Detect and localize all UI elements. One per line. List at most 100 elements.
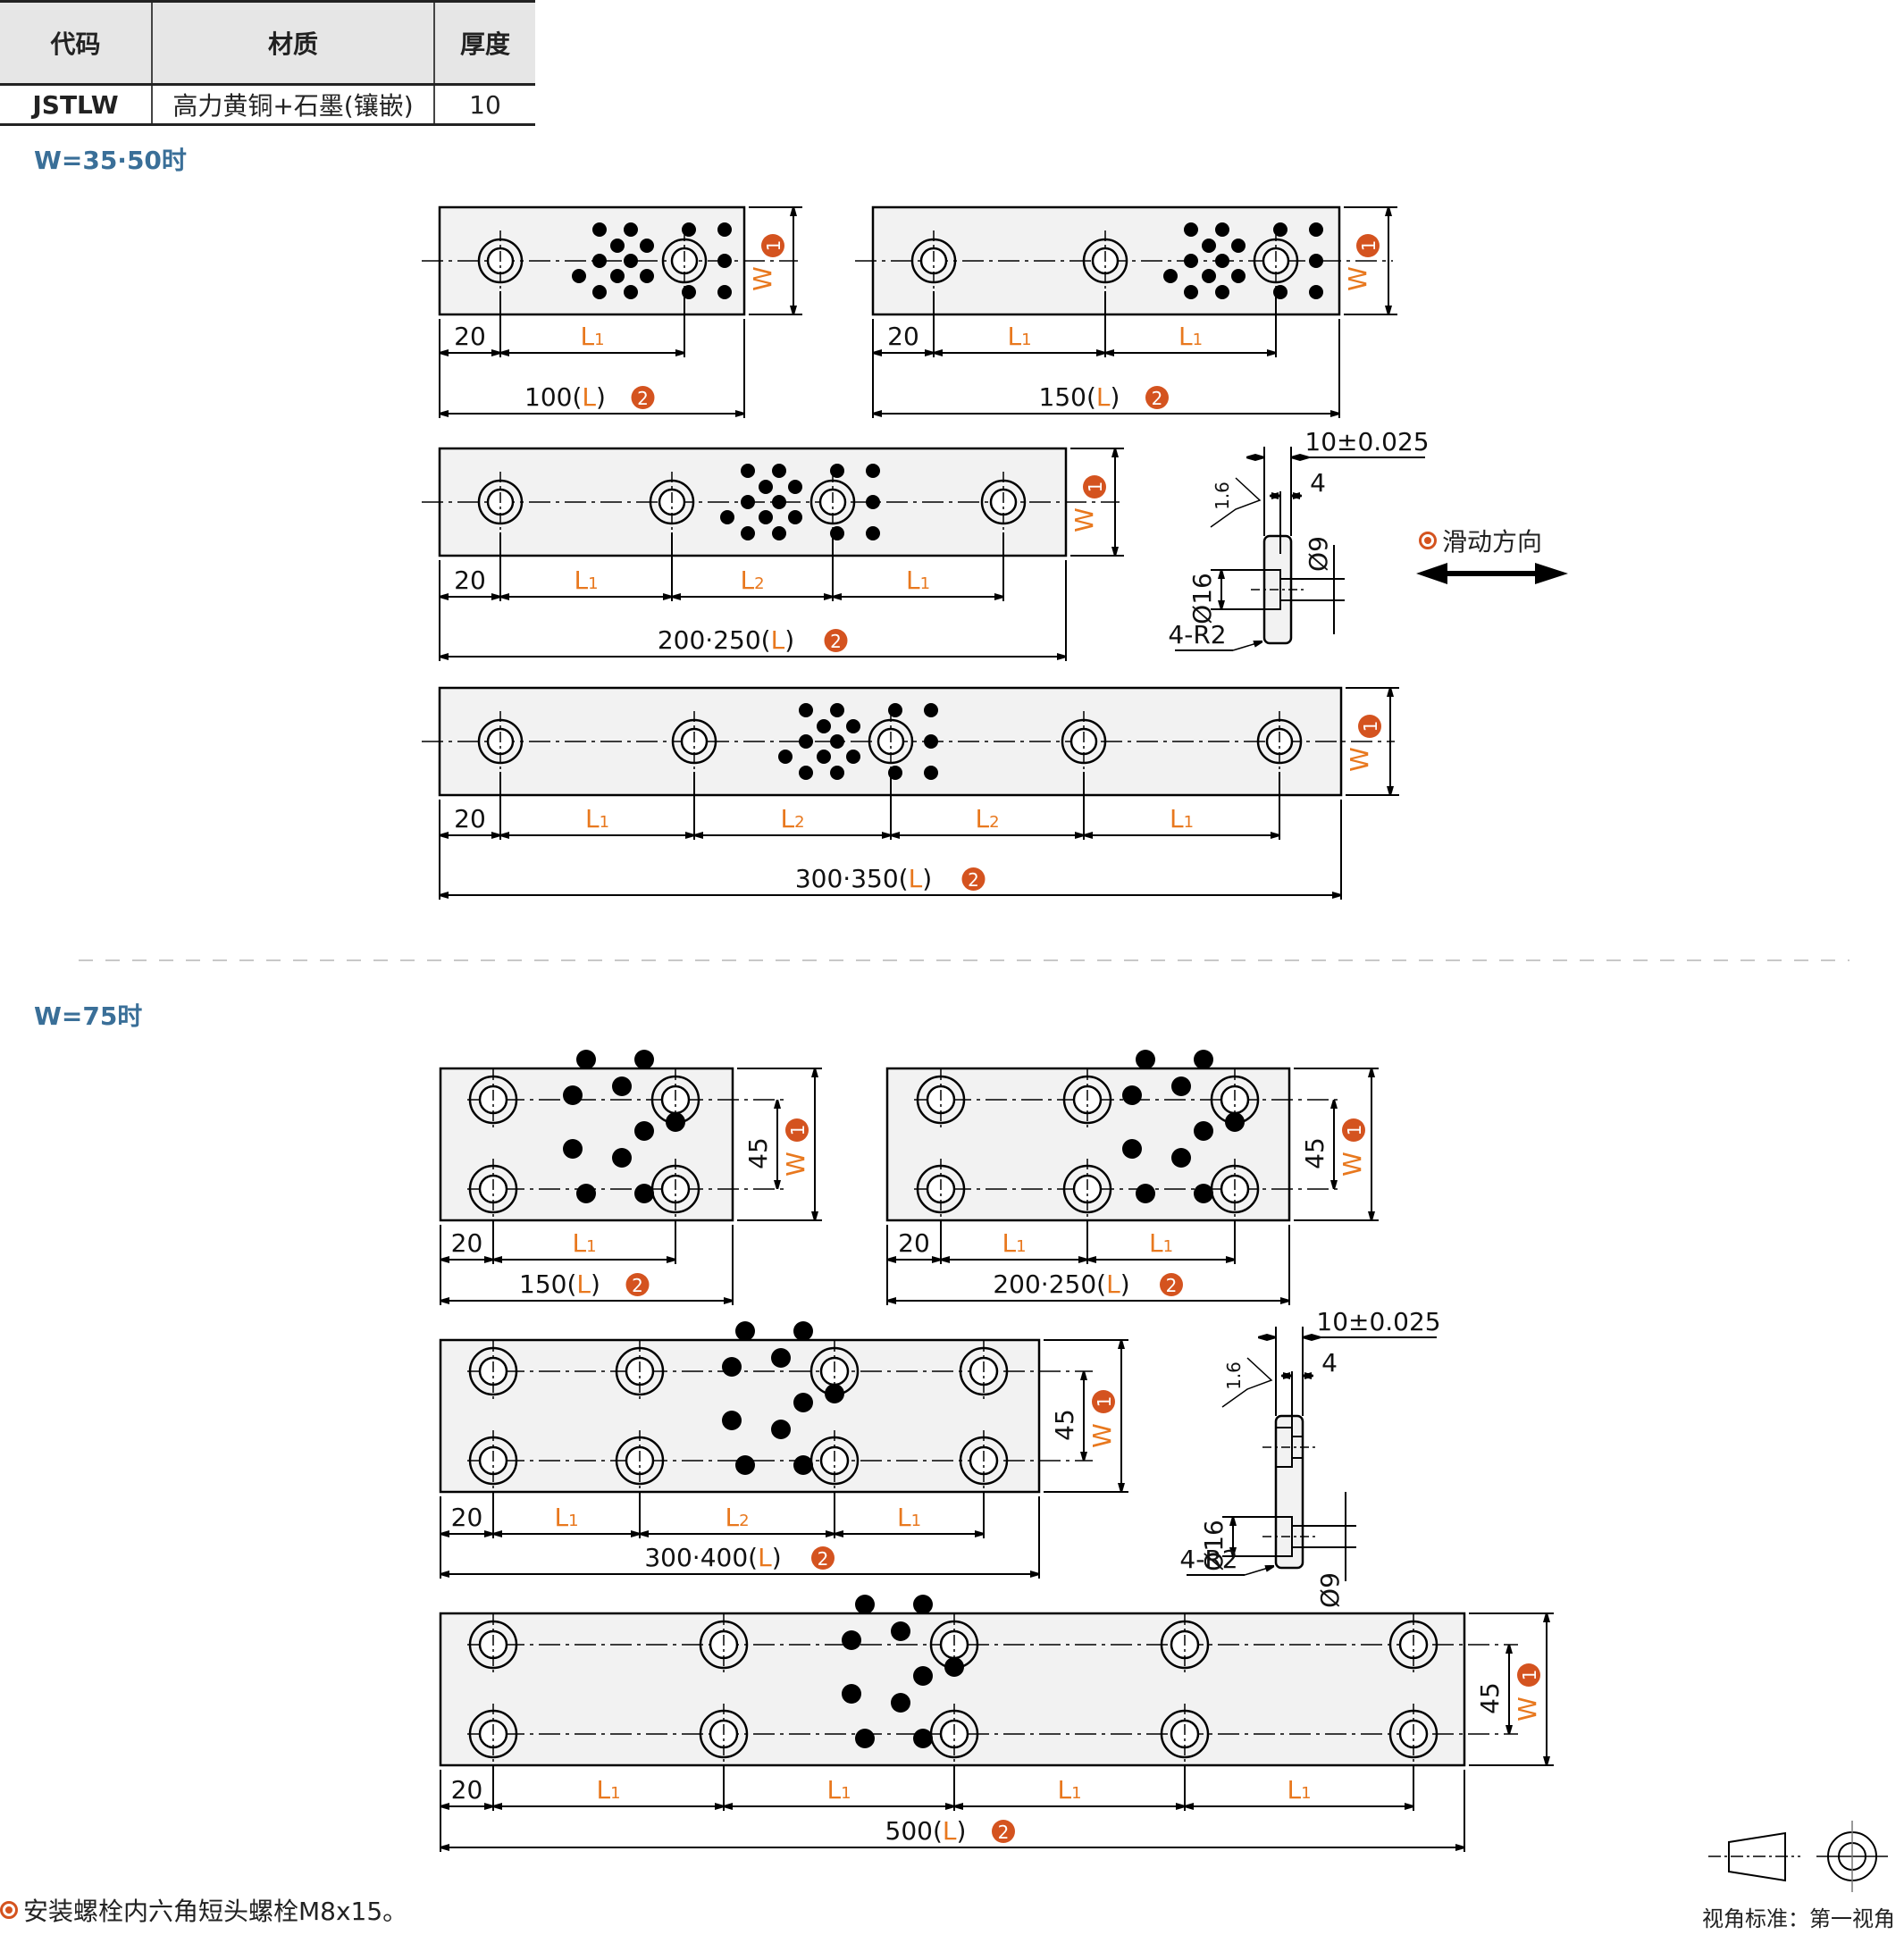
graphite-plug bbox=[842, 1684, 861, 1704]
cell-material: 高力黄铜+石墨(镶嵌) bbox=[152, 84, 435, 126]
bolt-hole bbox=[929, 1614, 979, 1675]
graphite-plug bbox=[924, 703, 938, 717]
bolt-hole bbox=[1388, 1614, 1438, 1675]
width-label: W bbox=[748, 266, 777, 291]
badge-1: 1 bbox=[1342, 1118, 1365, 1142]
graphite-plug bbox=[817, 719, 831, 733]
bolt-hole bbox=[809, 1341, 860, 1402]
segment-label-l1: L1 bbox=[572, 1228, 596, 1258]
pitch-45-label: 45 bbox=[1300, 1137, 1329, 1169]
graphite-plug bbox=[722, 1411, 742, 1430]
segment-label-l1: L1 bbox=[906, 565, 930, 595]
graphite-plug bbox=[1215, 222, 1229, 237]
graphite-plug bbox=[799, 703, 813, 717]
segment-label-l1: L1 bbox=[1287, 1775, 1311, 1805]
overall-length-label: 500(L) bbox=[885, 1816, 967, 1846]
header-code: 代码 bbox=[0, 0, 153, 86]
bolt-hole bbox=[1160, 1614, 1210, 1675]
bolt-hole bbox=[477, 472, 524, 532]
graphite-plug bbox=[799, 766, 813, 780]
bolt-hole bbox=[929, 1704, 979, 1764]
bolt-hole bbox=[649, 472, 695, 532]
badge-1: 1 bbox=[785, 1118, 809, 1142]
badge-1: 1 bbox=[1092, 1390, 1115, 1413]
segment-label-l1: L1 bbox=[554, 1503, 578, 1532]
graphite-plug bbox=[830, 464, 844, 478]
leader-line bbox=[1244, 1566, 1274, 1576]
pitch-45-label: 45 bbox=[1475, 1682, 1505, 1714]
counterbore-depth-label: 4 bbox=[1321, 1348, 1338, 1378]
badge-number: 2 bbox=[830, 631, 842, 652]
badge-number: 1 bbox=[1094, 1396, 1115, 1408]
bolt-hole bbox=[1082, 230, 1128, 291]
bolt-hole bbox=[959, 1430, 1009, 1491]
bolt-hole bbox=[1253, 230, 1299, 291]
overall-length-label: 300·400(L) bbox=[644, 1543, 781, 1572]
badge-number: 1 bbox=[1358, 240, 1380, 252]
segment-label-l1: L1 bbox=[1170, 804, 1194, 833]
graphite-plug bbox=[624, 254, 638, 268]
bolt-hole bbox=[699, 1704, 749, 1764]
graphite-plug bbox=[717, 254, 732, 268]
badge-number: 2 bbox=[1152, 388, 1163, 409]
segment-label-l2: L2 bbox=[740, 565, 764, 595]
badge-2: 2 bbox=[992, 1820, 1015, 1843]
slide-direction-arrow-icon bbox=[1416, 563, 1568, 584]
segment-label-l1: L1 bbox=[897, 1503, 921, 1532]
graphite-plug bbox=[624, 285, 638, 299]
overall-length-label: 200·250(L) bbox=[658, 625, 794, 655]
graphite-plug bbox=[682, 222, 696, 237]
graphite-plug bbox=[1171, 1076, 1191, 1096]
badge-number: 2 bbox=[998, 1822, 1010, 1843]
segment-label-l1: L1 bbox=[1007, 322, 1031, 351]
bolt-hole bbox=[650, 1069, 700, 1130]
graphite-plug bbox=[891, 1693, 910, 1713]
footnote: 安装螺栓内六角短头螺栓M8x15。 bbox=[0, 1892, 407, 1928]
badge-2: 2 bbox=[631, 386, 655, 409]
graphite-plug bbox=[1309, 285, 1323, 299]
graphite-plug bbox=[866, 526, 880, 540]
badge-2: 2 bbox=[1160, 1273, 1183, 1296]
graphite-plug bbox=[612, 1076, 632, 1096]
graphite-plug bbox=[572, 269, 586, 283]
side-profile bbox=[1274, 1414, 1304, 1570]
bolt-hole bbox=[468, 1614, 518, 1675]
graphite-plug bbox=[717, 285, 732, 299]
graphite-plug bbox=[788, 480, 802, 494]
section-title-w75: W=75时 bbox=[34, 1001, 143, 1031]
badge-1: 1 bbox=[761, 234, 784, 257]
bolt-hole bbox=[1388, 1704, 1438, 1764]
overall-length-label: 200·250(L) bbox=[993, 1269, 1129, 1299]
graphite-plug bbox=[1194, 1050, 1213, 1069]
counterbore-depth-label: 4 bbox=[1310, 468, 1326, 498]
bolt-hole bbox=[615, 1341, 665, 1402]
graphite-plug bbox=[855, 1595, 875, 1614]
graphite-plug bbox=[855, 1729, 875, 1748]
bolt-hole bbox=[650, 1159, 700, 1219]
graphite-plug bbox=[1122, 1139, 1142, 1159]
graphite-plug bbox=[830, 703, 844, 717]
graphite-plug bbox=[634, 1121, 654, 1141]
graphite-plug bbox=[1163, 269, 1178, 283]
graphite-plug bbox=[924, 766, 938, 780]
segment-label-l1: L1 bbox=[1178, 322, 1203, 351]
bolt-hole bbox=[868, 711, 914, 772]
graphite-plug bbox=[799, 734, 813, 749]
segment-label-l1: L1 bbox=[580, 322, 604, 351]
graphite-plug bbox=[1215, 285, 1229, 299]
overall-length-label: 100(L) bbox=[524, 382, 606, 412]
graphite-plug bbox=[793, 1321, 813, 1341]
badge-1: 1 bbox=[1083, 475, 1106, 498]
bolt-hole bbox=[468, 1430, 518, 1491]
bolt-hole bbox=[1061, 711, 1107, 772]
bolt-hole bbox=[809, 1430, 860, 1491]
counterbore-dia-label: Ø16 bbox=[1187, 573, 1217, 624]
roughness-symbol bbox=[1210, 477, 1262, 528]
badge-2: 2 bbox=[625, 1273, 650, 1296]
